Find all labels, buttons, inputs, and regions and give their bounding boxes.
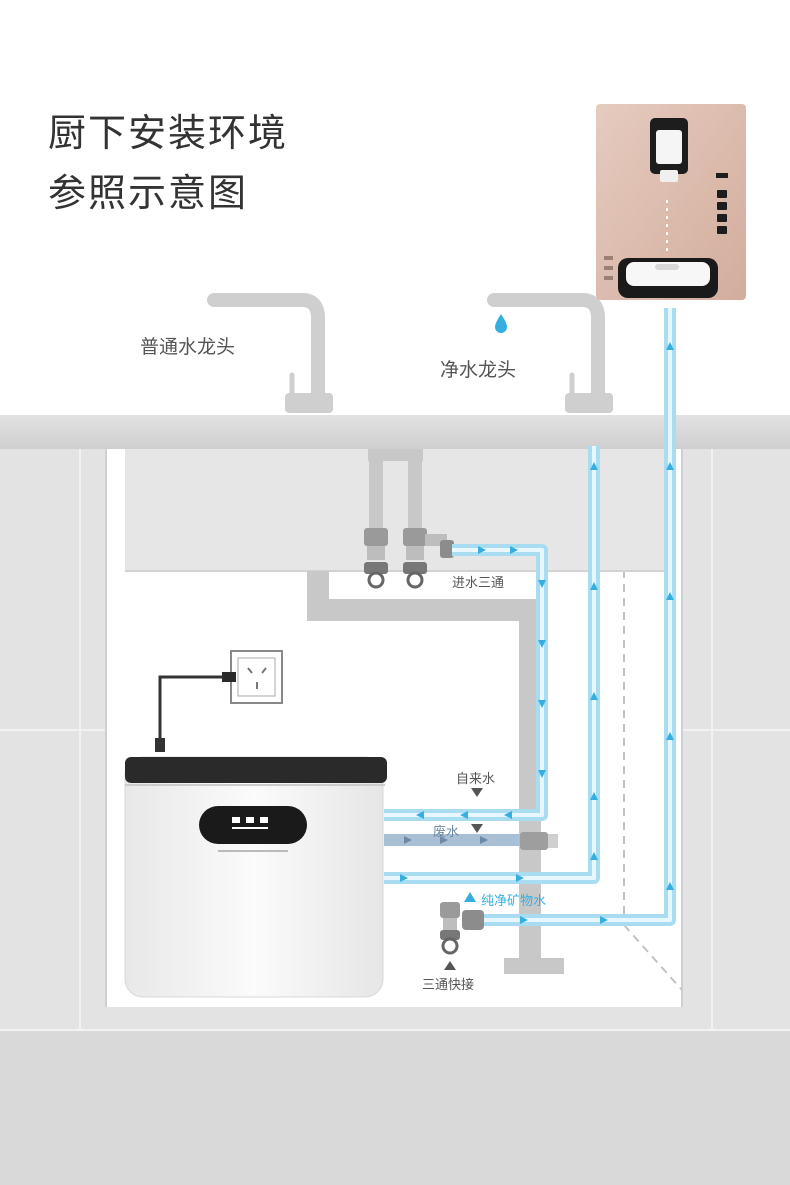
mineral-indicator-icon [464,892,476,902]
counter-top [0,415,790,449]
mineral-water-label: 纯净矿物水 [481,894,547,909]
normal-faucet-label: 普通水龙头 [140,336,236,358]
sink-basin [125,449,665,572]
pure-faucet-label: 净水龙头 [440,359,517,381]
page-title-line1: 厨下安装环境 [48,111,289,155]
power-socket-icon [222,650,283,704]
water-drop-icon [495,314,507,333]
quick-tee-label: 三通快接 [422,978,475,993]
angle-valve-right[interactable] [403,528,427,589]
waste-line-fitting [520,832,558,850]
inlet-tee-fitting [425,534,454,558]
wall-water-dispenser[interactable] [596,104,770,300]
arrow-icon [400,342,674,924]
triangle-icon [444,788,483,970]
waste-water-label: 废水 [433,825,460,840]
inlet-tee-label: 进水三通 [452,576,505,591]
tap-water-label: 自来水 [456,772,496,787]
power-plug [155,738,165,752]
power-cable [158,675,223,740]
normal-faucet [207,293,333,413]
quick-tee-connector[interactable] [440,902,484,955]
pure-water-faucet [487,293,613,413]
water-purifier-unit[interactable] [124,756,387,998]
angle-valve-left[interactable] [364,528,388,589]
page-title-line2: 参照示意图 [48,171,249,215]
